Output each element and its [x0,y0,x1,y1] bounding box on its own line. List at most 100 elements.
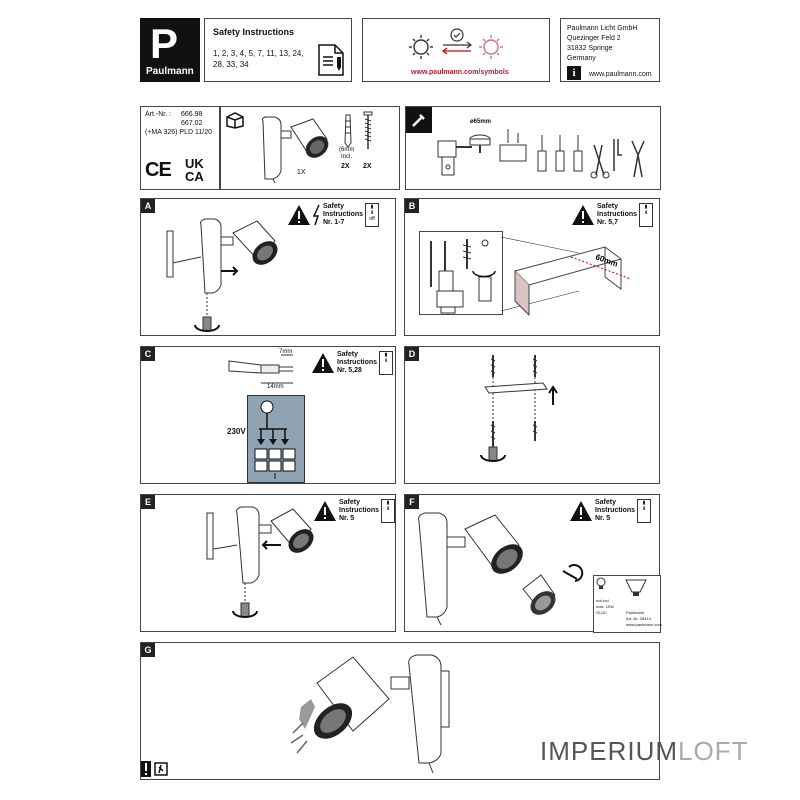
company-name: Paulmann Licht GmbH [567,25,638,32]
exit-icon [141,761,168,777]
lamp-package-image [261,116,329,184]
warning-icon [570,501,592,521]
panel-g: G [140,642,660,780]
gu10-bulb-icon [625,579,647,596]
symbols-url[interactable]: www.paulmann.com/symbols [411,69,509,76]
panel-a-nr: Nr. 1-7 [323,219,345,226]
dowel-size: (6mm [339,147,355,153]
screwdriver-set-icons [499,129,645,179]
bulb-socket: GU10 [596,610,607,615]
watermark: IMPERIUMLOFT [540,736,749,766]
bulb-icon [596,577,606,589]
safety-numbers-1: 1, 2, 3, 4, 5, 7, 11, 13, 24, [213,49,304,58]
panel-g-label: G [141,643,155,657]
dowel-qty: 2X [341,163,350,170]
drill-size: ø65mm [470,119,492,125]
brand-name: Paulmann [146,66,194,77]
article-number-1: 666.98 [181,111,203,118]
voltage-label: 230V [227,427,246,436]
article-label: Art.-Nr. : [145,111,172,118]
power-off-icon: ▮⬇ [381,499,396,523]
power-off-icon: ▮⬇off [365,203,380,227]
tools-header-icon [406,107,432,133]
panel-d-label: D [405,347,419,361]
safety-instructions-header: Safety Instructions 1, 2, 3, 4, 5, 7, 11… [204,18,352,82]
logo-letter: P [150,20,179,67]
strip-length-long: 14mm [267,384,284,390]
warning-icon [314,501,336,521]
company-country: Germany [567,55,596,62]
wiring-diagram-drawing [254,400,296,479]
bulb-max-watt: max. 10W [596,604,615,609]
tools-box: ø65mm [405,106,661,190]
ukca-mark-top: UK [185,156,204,171]
panel-f-label: F [405,495,419,509]
warning-icon [572,205,594,225]
panel-f-nr: Nr. 5 [595,515,611,522]
company-box: Paulmann Licht GmbH Quezinger Feld 2 318… [560,18,660,82]
voltage-icon [312,204,320,226]
panel-g-drawing [290,654,450,774]
light-symbols-icon [409,28,503,59]
power-off-icon: ▮⬇ [639,203,654,227]
bulb-not-incl: not incl. [596,598,610,603]
strip-length-short: 7mm [279,349,293,355]
panel-c-label: C [141,347,155,361]
bulb-art-nr: Art.-Nr. 28414 [626,616,651,621]
document-icon [318,44,344,76]
bulb-url: www.paulmann.com [626,622,662,627]
panel-e-label: E [141,495,155,509]
panel-e-drawing [206,506,314,618]
company-city: 31832 Springe [567,45,613,52]
box-icon [226,112,244,129]
panel-d: D [404,346,660,484]
company-url[interactable]: www.paulmann.com [589,71,652,78]
article-number-2: 667.02 [181,120,203,127]
article-code: (+MA 326) PLD 11/20 [145,129,212,136]
screw-qty: 2X [363,163,372,170]
panel-f-drawing [418,512,584,626]
power-off-icon: ▮⬇ [379,351,394,375]
drill-icon [437,140,472,176]
warning-icon [288,205,310,225]
panel-a-drawing [166,218,278,332]
safety-numbers-2: 28, 33, 34 [213,60,249,69]
warning-icon [312,353,334,373]
panel-a-label: A [141,199,155,213]
panel-b-label: B [405,199,419,213]
panel-c-nr: Nr. 5,28 [337,367,362,374]
wire-strip-drawing [228,354,293,384]
symbols-box: www.paulmann.com/symbols [362,18,550,82]
panel-b-nr: Nr. 5,7 [597,219,619,226]
bulb-info-box: not incl. max. 10W GU10 Paulmann Art.-Nr… [593,575,662,633]
bulb-brand: Paulmann [626,610,645,615]
panel-d-drawing [480,355,558,462]
logo-box: P Paulmann [140,18,200,82]
company-street: Quezinger Feld 2 [567,35,621,42]
package-contents-box: 1X (6mm Incl. 2X 2X [220,106,400,190]
info-icon: i [567,66,581,80]
ukca-mark-bottom: CA [185,169,204,184]
screw-icon [363,111,373,149]
ce-mark: CE [145,159,172,181]
safety-title: Safety Instructions [213,27,295,37]
drill-inset [419,231,503,315]
panel-e-nr: Nr. 5 [339,515,355,522]
article-box: Art.-Nr. : 666.98 667.02 (+MA 326) PLD 1… [140,106,220,190]
power-off-icon: ▮⬇ [637,499,652,523]
